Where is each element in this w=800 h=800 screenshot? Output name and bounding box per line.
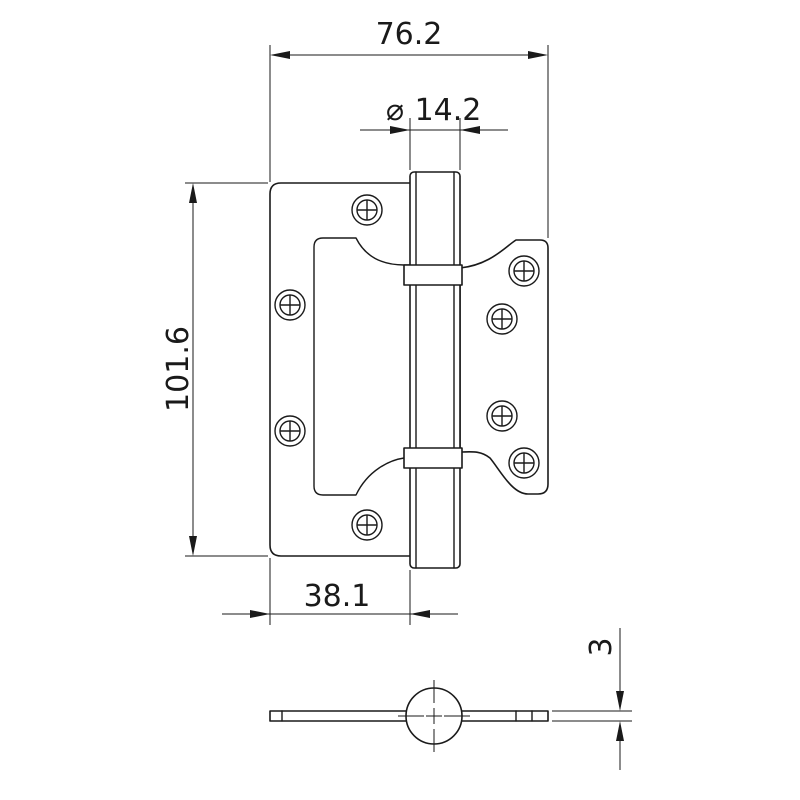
overall-width-label: 76.2 <box>376 17 443 52</box>
screw-hole-icon <box>351 509 383 541</box>
screw-hole-icon <box>274 289 306 321</box>
leaf-width-label: 38.1 <box>304 579 371 614</box>
height-label: 101.6 <box>161 326 196 412</box>
knuckle-segment-lower <box>403 447 463 469</box>
diameter-symbol: ⌀ <box>386 93 404 128</box>
inner-leaf <box>459 239 549 495</box>
hinge-side-view <box>269 680 549 752</box>
screw-holes <box>274 194 540 541</box>
screw-hole-icon <box>486 400 518 432</box>
screw-hole-icon <box>274 415 306 447</box>
dimension-lines <box>185 45 632 770</box>
leaf-cutout <box>313 237 413 496</box>
screw-hole-icon <box>486 303 518 335</box>
knuckle-segment-upper <box>403 264 463 286</box>
knuckle-diameter-label: 14.2 <box>415 93 482 128</box>
outer-leaf <box>269 182 413 557</box>
screw-hole-icon <box>508 447 540 479</box>
screw-hole-icon <box>351 194 383 226</box>
thickness-label: 3 <box>584 637 619 656</box>
hinge-knuckle <box>403 171 463 569</box>
screw-hole-icon <box>508 255 540 287</box>
